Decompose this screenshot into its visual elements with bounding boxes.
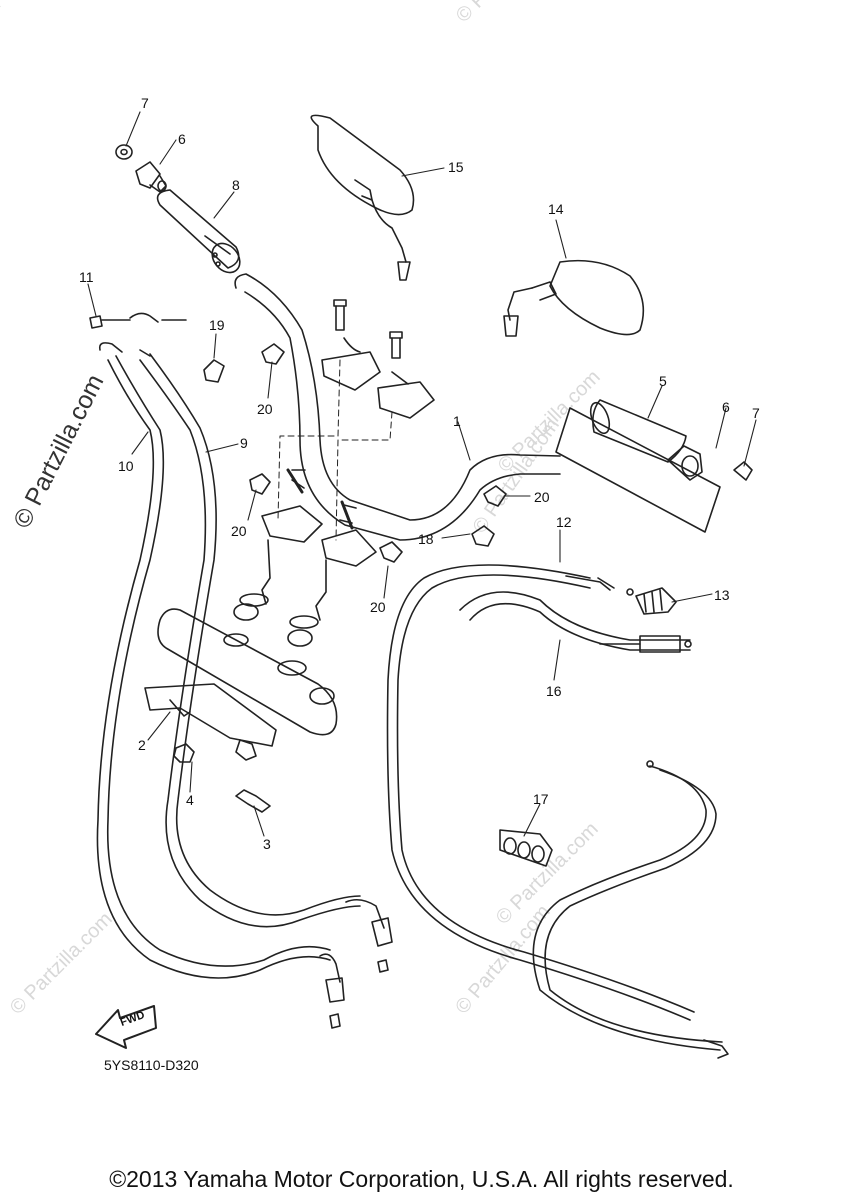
mirror-left — [310, 114, 415, 281]
lower-holder — [261, 505, 377, 621]
callout-20-d: 20 — [370, 599, 386, 615]
callout-20-a: 20 — [257, 401, 273, 417]
right-grip-box — [555, 399, 721, 533]
cable-holder-17 — [499, 829, 553, 867]
handlebar — [234, 273, 561, 541]
cap-nut-right — [733, 461, 753, 481]
callout-12: 12 — [556, 514, 572, 530]
upper-holder — [321, 299, 435, 419]
grip-end-left — [135, 161, 167, 193]
diagram-code: 5YS8110-D320 — [104, 1057, 199, 1073]
callout-3: 3 — [263, 836, 271, 852]
cable-16 — [459, 591, 692, 653]
throttle-cable-9 — [139, 353, 361, 928]
callout-18: 18 — [418, 531, 434, 547]
grip-end-right — [667, 445, 703, 481]
callout-7-right: 7 — [752, 405, 760, 421]
adjuster-13 — [626, 587, 677, 615]
callout-1: 1 — [453, 413, 461, 429]
callout-7-left: 7 — [141, 95, 149, 111]
callout-leaders — [87, 111, 757, 837]
callout-14: 14 — [548, 201, 564, 217]
clamp-19 — [203, 359, 225, 383]
clamp-18 — [471, 525, 495, 547]
callout-16: 16 — [546, 683, 562, 699]
bolt-11 — [89, 315, 131, 329]
left-grip — [156, 189, 241, 274]
callout-5: 5 — [659, 373, 667, 389]
callout-2: 2 — [138, 737, 146, 753]
cable-fittings-top — [98, 312, 187, 357]
callout-6-right: 6 — [722, 399, 730, 415]
callout-9: 9 — [240, 435, 248, 451]
clutch-cable-12 — [386, 564, 695, 1021]
callout-4: 4 — [186, 792, 194, 808]
callout-11: 11 — [79, 269, 94, 285]
clamp-20 — [249, 343, 507, 563]
callout-8: 8 — [232, 177, 240, 193]
callout-6-left: 6 — [178, 131, 186, 147]
callout-13: 13 — [714, 587, 730, 603]
copyright-notice: ©2013 Yamaha Motor Corporation, U.S.A. A… — [109, 1166, 734, 1192]
cap-nut-left — [115, 144, 133, 160]
long-cable-lower — [532, 760, 729, 1059]
callout-15: 15 — [448, 159, 464, 175]
triple-clamp — [157, 608, 338, 736]
cable-ends-bottom — [319, 898, 393, 1029]
callout-20-c: 20 — [231, 523, 247, 539]
mirror-right — [503, 259, 645, 337]
callout-19: 19 — [209, 317, 225, 333]
bracket-plate — [144, 683, 277, 747]
washers — [233, 593, 319, 647]
throttle-cable-10 — [96, 355, 331, 979]
cable-clamp-3 — [235, 739, 271, 813]
callout-10: 10 — [118, 458, 134, 474]
callout-20-b: 20 — [534, 489, 550, 505]
fwd-arrow-icon — [95, 1005, 157, 1049]
callout-17: 17 — [533, 791, 549, 807]
assembly-leaders — [277, 359, 393, 541]
